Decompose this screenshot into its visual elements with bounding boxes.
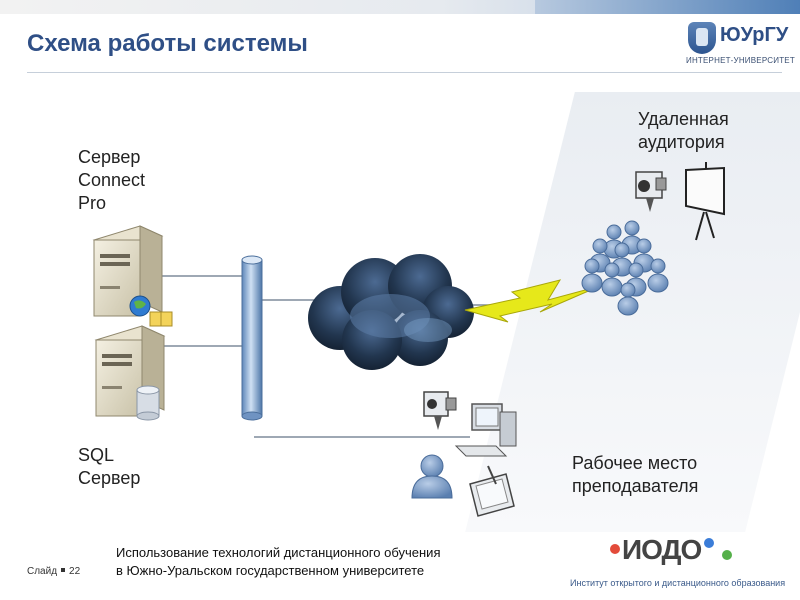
top-stripe-accent (535, 0, 800, 14)
university-logo: ЮУрГУ ИНТЕРНЕТ-УНИВЕРСИТЕТ (686, 20, 796, 70)
sql-server-label: SQL Сервер (78, 445, 141, 488)
logo-dot-green-icon (722, 550, 732, 560)
slide-title: Схема работы системы (27, 30, 308, 57)
logo-dot-red-icon (610, 544, 620, 554)
network-bus-icon (241, 255, 263, 421)
teacher-person-icon (411, 454, 453, 499)
teacher-tablet-icon (469, 465, 515, 517)
remote-camera-icon (635, 171, 667, 212)
projector-screen-icon (685, 162, 725, 241)
teacher-camera-icon (423, 391, 457, 430)
connect-server-icon (92, 225, 173, 327)
slide-number-separator (61, 568, 66, 572)
title-underline (27, 72, 782, 73)
institute-logo: ИОДО (604, 534, 764, 568)
teacher-workplace-label: Рабочее место преподавателя (572, 453, 699, 496)
footer-description: Использование технологий дистанционного … (116, 545, 441, 578)
logo-name: ЮУрГУ (720, 24, 789, 46)
institute-name: Институт открытого и дистанционного обра… (570, 578, 786, 588)
internet-cloud-icon (308, 254, 474, 370)
slide-number: Слайд 22 (27, 566, 80, 577)
slide-number-value: 22 (69, 566, 81, 577)
university-emblem-icon (688, 22, 716, 54)
connect-server-label: Сервер Connect Pro (78, 147, 146, 213)
teacher-computer-icon (454, 403, 517, 457)
slide-number-label: Слайд (27, 566, 58, 577)
remote-audience-label: Удаленная аудитория (638, 109, 729, 152)
logo-subtitle: ИНТЕРНЕТ-УНИВЕРСИТЕТ (686, 56, 795, 65)
wireless-link-icon (464, 279, 601, 323)
sql-server-icon (94, 325, 166, 421)
logo-dot-blue-icon (704, 538, 714, 548)
audience-group-icon (581, 220, 669, 316)
institute-logo-text: ИОДО (622, 534, 702, 565)
